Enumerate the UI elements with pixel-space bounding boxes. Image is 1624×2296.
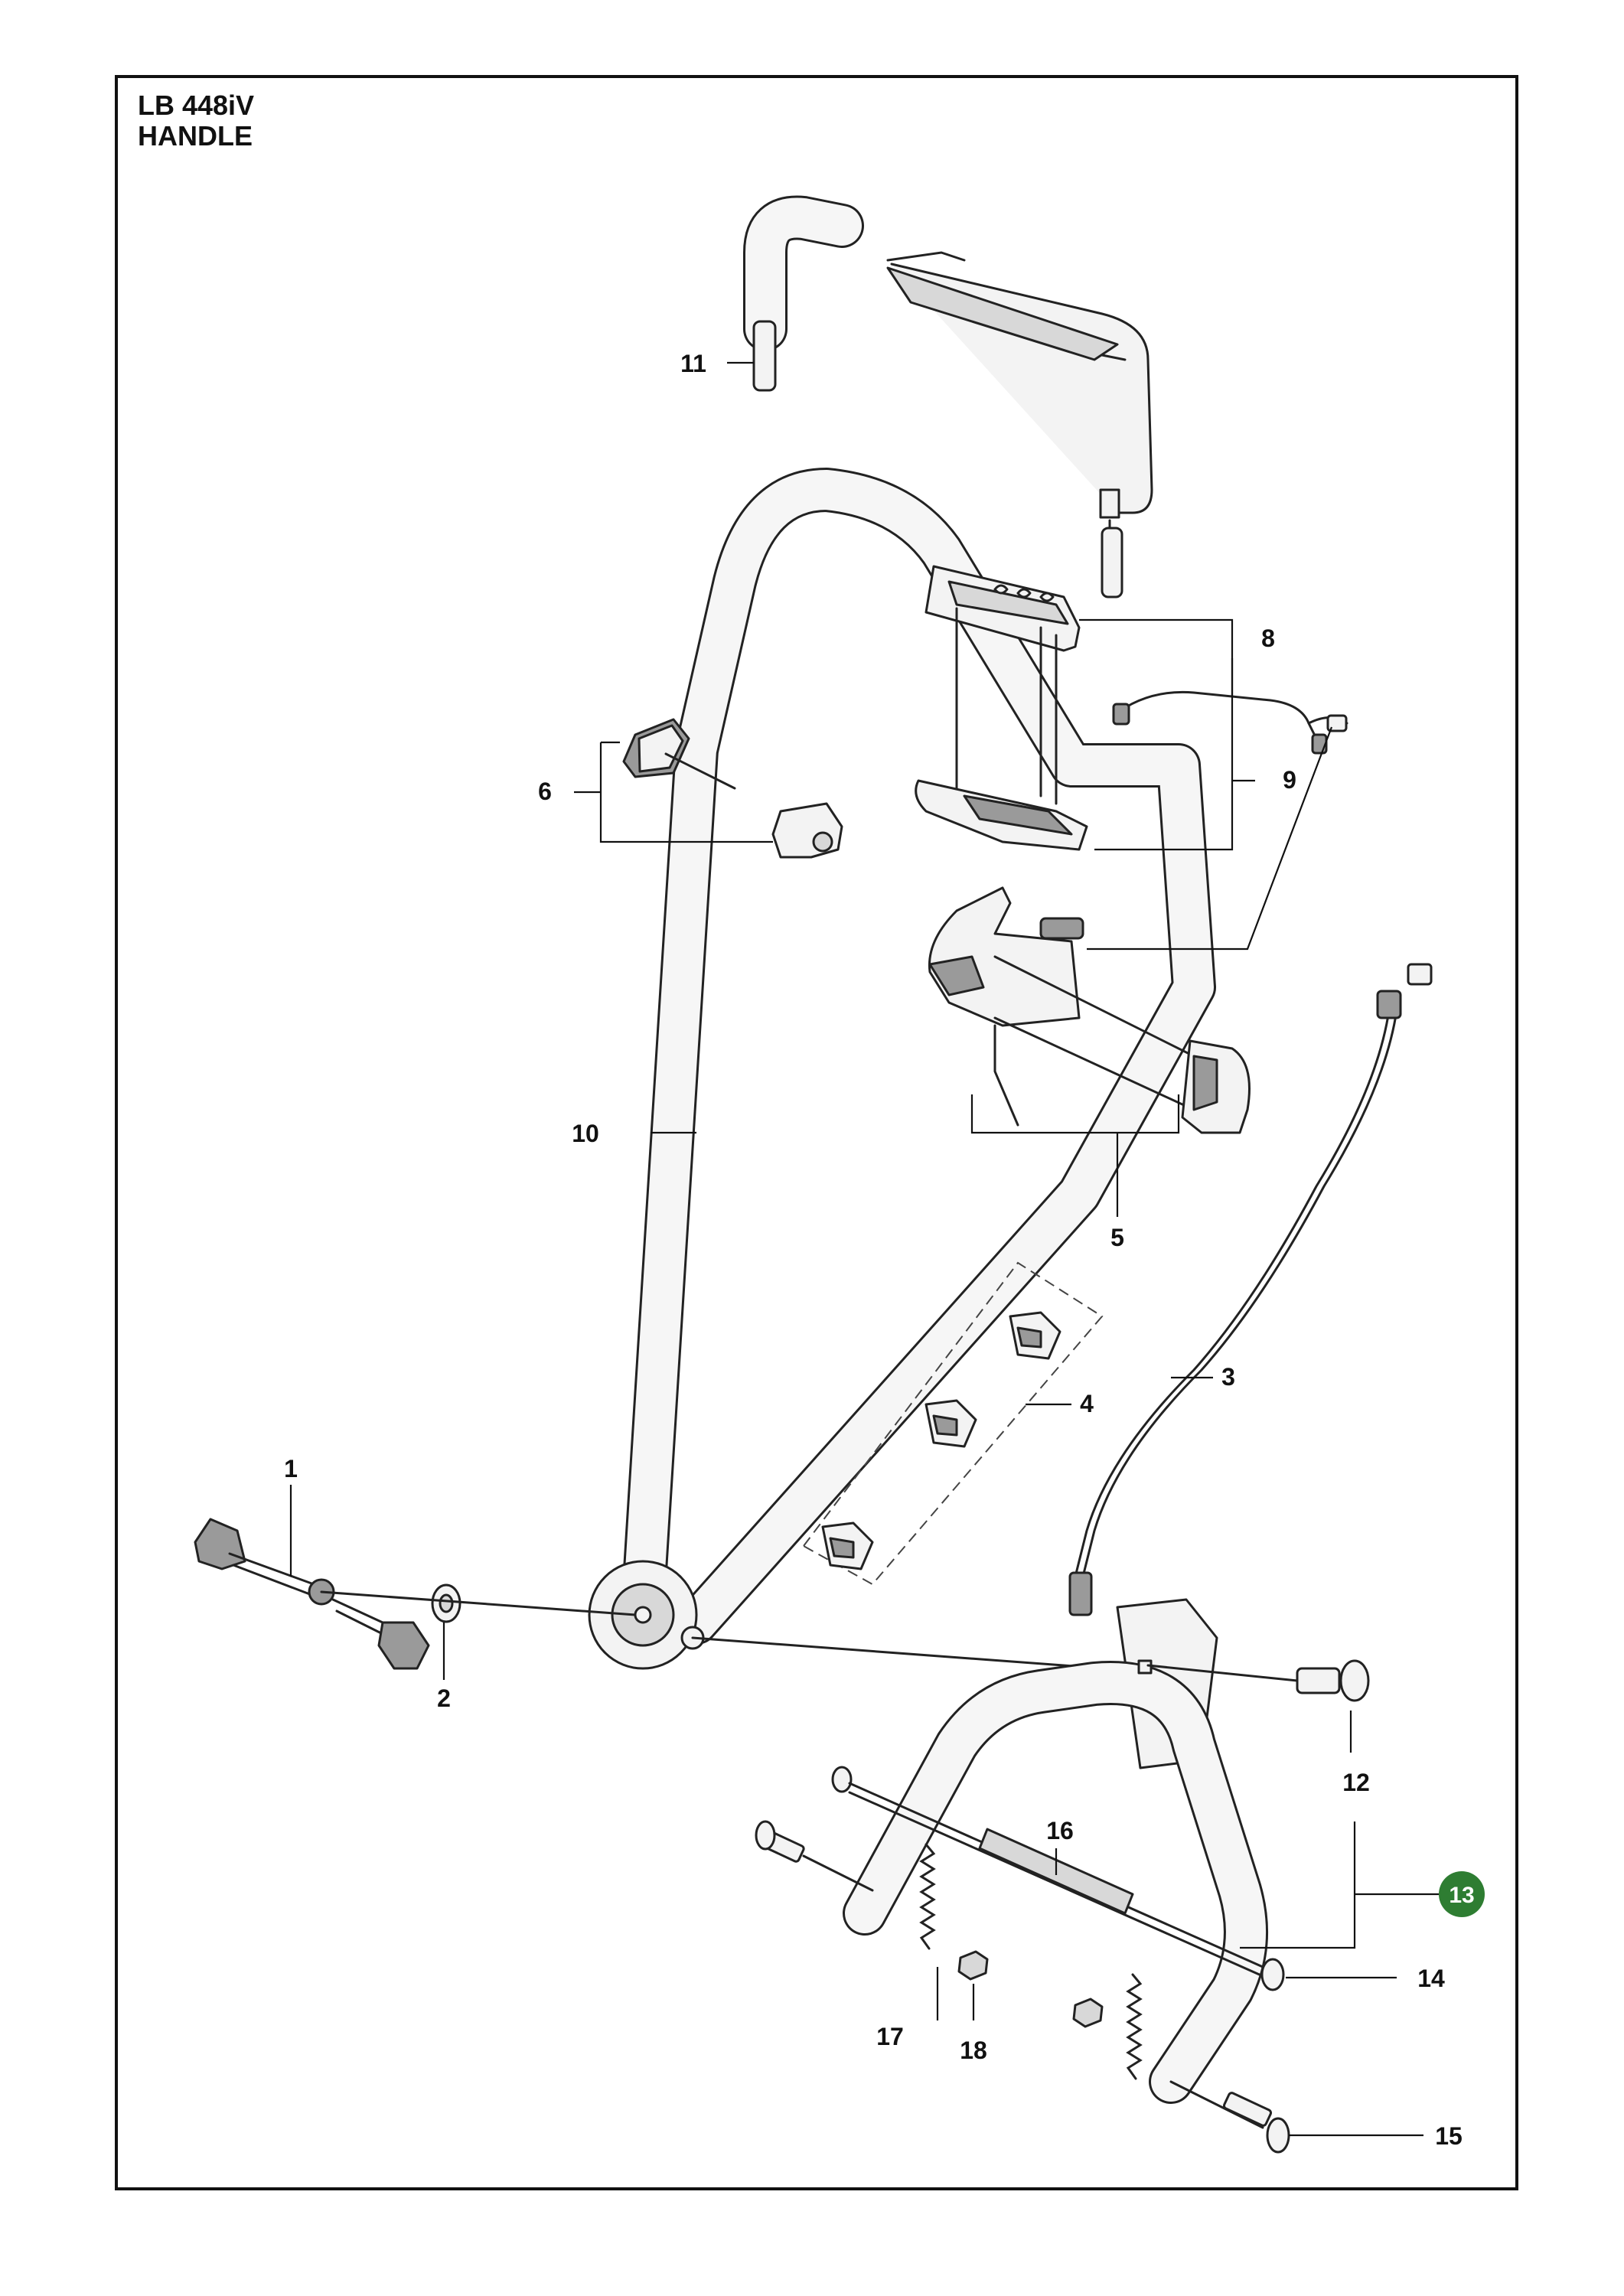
- callout-5: 5: [1110, 1224, 1124, 1251]
- part-9-control-panel: [915, 565, 1088, 851]
- callout-9: 9: [1283, 766, 1296, 794]
- callout-2: 2: [437, 1684, 451, 1712]
- callout-17: 17: [876, 2023, 904, 2050]
- part-13-lower-frame: [843, 1598, 1268, 2104]
- clip-a: [1009, 1311, 1061, 1360]
- part-1-knob-bolt: [194, 1518, 430, 1670]
- callout-11: 11: [680, 350, 706, 377]
- callout-1: 1: [284, 1455, 298, 1482]
- leader-lines: [289, 361, 1439, 2137]
- part-6-knob-clamp: [622, 718, 843, 859]
- part-18-nuts: [957, 1950, 1104, 2028]
- part-3-cable: [1068, 963, 1433, 1616]
- callout-10: 10: [572, 1120, 599, 1147]
- part-8-wire-harness: [1112, 690, 1348, 755]
- model-title: LB 448iV: [138, 90, 255, 121]
- part-12-bolt: [1146, 1659, 1370, 1702]
- part-10-main-handle: [588, 468, 1216, 1670]
- callout-8: 8: [1261, 625, 1275, 652]
- part-4-clips: [802, 1261, 1104, 1586]
- callout-13-label: 13: [1449, 1883, 1474, 1908]
- callout-3: 3: [1221, 1363, 1235, 1391]
- clip-c: [821, 1521, 874, 1570]
- part-2-washer: [431, 1583, 461, 1623]
- callout-13-badge[interactable]: 13: [1439, 1871, 1485, 1917]
- clip-b: [925, 1399, 977, 1448]
- callout-4: 4: [1080, 1390, 1094, 1417]
- section-title: HANDLE: [138, 120, 253, 152]
- frame-left-bolt: [755, 1820, 874, 1892]
- callout-12: 12: [1342, 1769, 1370, 1796]
- callout-15: 15: [1435, 2122, 1463, 2150]
- callout-14: 14: [1417, 1965, 1445, 1992]
- part-14-cap: [1260, 1958, 1285, 1991]
- title-block: LB 448iV HANDLE: [138, 90, 254, 152]
- part-11-upper-handle: [743, 195, 1153, 598]
- callout-16: 16: [1046, 1817, 1074, 1844]
- callout-18: 18: [960, 2037, 987, 2064]
- callout-6: 6: [538, 778, 552, 805]
- part-17-springs: [919, 1843, 1143, 2080]
- page-frame: [115, 75, 1518, 2190]
- part-5-lever-assembly: [928, 886, 1251, 1134]
